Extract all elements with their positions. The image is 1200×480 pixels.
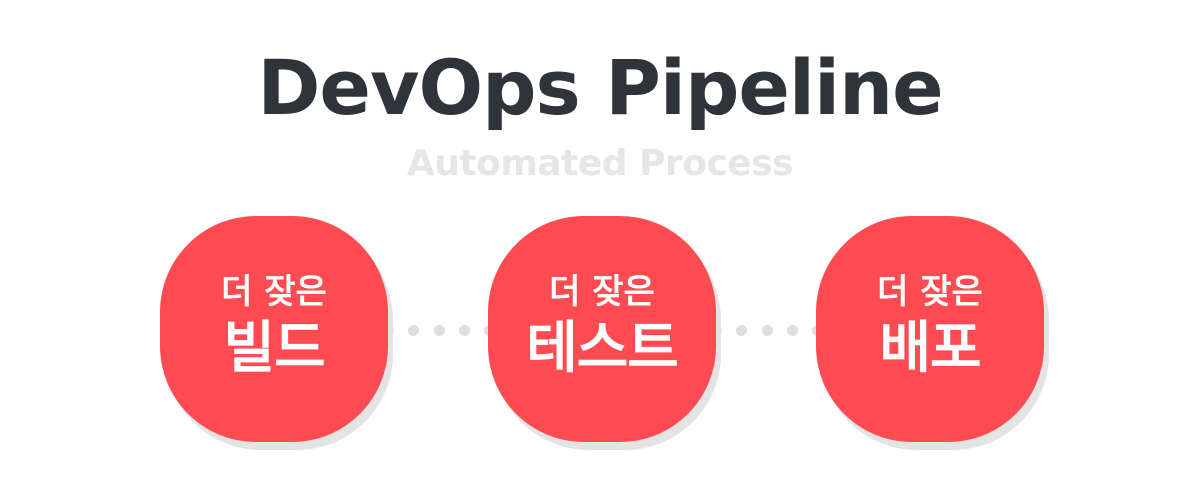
connector-dot <box>458 324 470 336</box>
connector-dot <box>736 324 748 336</box>
page-subtitle: Automated Process <box>406 143 794 184</box>
connector-build-test <box>383 323 495 337</box>
stage-prefix: 더 잦은 <box>877 272 983 312</box>
stage-name: 테스트 <box>526 316 679 381</box>
stage-test: 더 잦은 테스트 <box>488 216 716 442</box>
connector-dot <box>408 324 420 336</box>
connector-dot <box>786 324 798 336</box>
stage-build: 더 잦은 빌드 <box>160 216 388 442</box>
stage-name: 빌드 <box>223 316 325 381</box>
stage-prefix: 더 잦은 <box>549 272 655 312</box>
page-title: DevOps Pipeline <box>257 43 943 132</box>
connector-dot <box>433 324 445 336</box>
stage-deploy: 더 잦은 배포 <box>816 216 1044 442</box>
stage-name: 배포 <box>879 316 981 381</box>
connector-dot <box>383 324 394 336</box>
connector-dot <box>761 324 773 336</box>
stage-prefix: 더 잦은 <box>221 272 327 312</box>
connector-dot <box>711 324 722 336</box>
connector-test-deploy <box>711 323 823 337</box>
